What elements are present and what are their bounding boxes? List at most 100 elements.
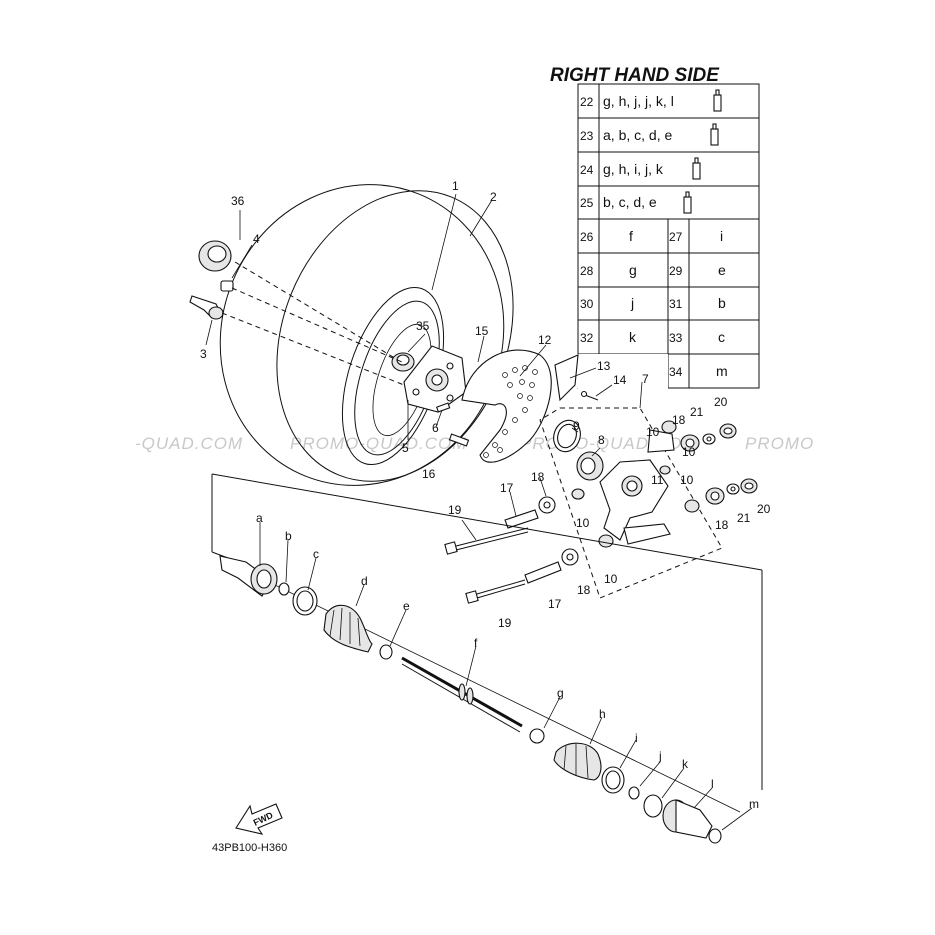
callout-m: m <box>749 797 759 811</box>
callout-5: 5 <box>402 441 409 455</box>
axle-shaft <box>401 656 523 733</box>
bearing <box>576 451 604 481</box>
cv-boot <box>323 604 373 653</box>
center-cap <box>198 240 232 272</box>
kit-parts: a, b, c, d, e <box>603 127 672 143</box>
watermark: PROMO <box>745 434 814 453</box>
map-number: 30 <box>580 297 594 311</box>
callout-g: g <box>557 686 564 700</box>
callout-21: 21 <box>737 511 751 525</box>
inner-circlip <box>628 786 640 800</box>
callouts: 1 2 3 4 5 6 7 8 9 10 10 10 10 10 11 12 1… <box>200 179 771 811</box>
hub-bolt <box>435 402 451 413</box>
watermark: -QUAD.COM <box>135 434 243 453</box>
callout-14: 14 <box>613 373 627 387</box>
end-circlip <box>708 828 722 844</box>
grease-tube-icon <box>710 123 719 146</box>
callout-21: 21 <box>690 405 704 419</box>
kit-table: 22 g, h, j, j, k, l 23 a, b, c, d, e 24 … <box>577 83 760 220</box>
wheel-hub <box>403 345 467 413</box>
washer <box>702 433 740 495</box>
callout-2: 2 <box>490 190 497 204</box>
pivot-shaft <box>504 509 562 584</box>
o-ring <box>643 794 663 818</box>
kit-number: 23 <box>580 129 594 143</box>
map-number: 28 <box>580 264 594 278</box>
callout-10: 10 <box>604 572 618 586</box>
callout-a: a <box>256 511 263 525</box>
callout-10: 10 <box>682 445 696 459</box>
map-code: j <box>630 295 634 311</box>
kit-parts: b, c, d, e <box>603 194 657 210</box>
inner-cv-boot <box>553 742 602 781</box>
map-number: 32 <box>580 331 594 345</box>
kit-row: 23 a, b, c, d, e <box>580 123 719 146</box>
callout-9: 9 <box>573 419 580 433</box>
map-code: g <box>629 262 637 278</box>
callout-k: k <box>682 757 689 771</box>
callout-19: 19 <box>498 616 512 630</box>
diagram-code: 43PB100-H360 <box>212 842 287 854</box>
callout-20: 20 <box>757 502 771 516</box>
steering-knuckle <box>599 429 675 545</box>
callout-b: b <box>285 529 292 543</box>
diagram-title: RIGHT HAND SIDE <box>550 65 720 86</box>
outer-cv-joint <box>219 555 278 597</box>
map-code: k <box>629 329 637 345</box>
tire-valve <box>189 295 224 320</box>
inner-boot-band <box>601 766 625 794</box>
map-number: 33 <box>669 331 683 345</box>
callout-10: 10 <box>576 516 590 530</box>
callout-3: 3 <box>200 347 207 361</box>
fwd-arrow-icon: FWD <box>235 803 283 835</box>
callout-11: 11 <box>651 473 664 487</box>
map-number: 27 <box>669 230 683 244</box>
callout-17: 17 <box>500 481 514 495</box>
kit-parts: g, h, i, j, k <box>603 161 664 177</box>
callout-16: 16 <box>422 467 436 481</box>
kit-number: 24 <box>580 163 594 177</box>
knuckle-assembly-frame <box>539 407 723 599</box>
map-code: i <box>720 228 723 244</box>
map-number: 26 <box>580 230 594 244</box>
map-code: b <box>718 295 726 311</box>
shield-plate <box>554 354 579 402</box>
callout-20: 20 <box>714 395 728 409</box>
callout-15: 15 <box>475 324 489 338</box>
watermark: PROMO-QUAD.COM <box>290 434 467 453</box>
kit-number: 22 <box>580 95 594 109</box>
leader-lines <box>205 193 753 831</box>
circlip <box>278 582 290 596</box>
callout-18: 18 <box>715 518 729 532</box>
callout-e: e <box>403 599 410 613</box>
grease-tube-icon <box>692 157 701 180</box>
callout-1: 1 <box>452 179 459 193</box>
callout-6: 6 <box>432 421 439 435</box>
inner-cv-joint <box>662 799 713 839</box>
kit-row: 22 g, h, j, j, k, l <box>580 89 722 112</box>
callout-36: 36 <box>231 194 245 208</box>
map-code: f <box>629 228 633 244</box>
axle-nut <box>391 352 415 372</box>
valve-cap <box>220 280 234 292</box>
driveshaft-kit-frame <box>211 473 763 813</box>
callout-35: 35 <box>416 319 430 333</box>
callout-18: 18 <box>531 470 545 484</box>
callout-l: l <box>711 777 714 791</box>
callout-19: 19 <box>448 503 462 517</box>
callout-12: 12 <box>538 333 552 347</box>
brake-disc <box>461 349 552 463</box>
callout-8: 8 <box>598 433 605 447</box>
shield-bolt <box>580 390 599 401</box>
boot-band <box>292 586 318 616</box>
callout-18: 18 <box>577 583 591 597</box>
map-number: 34 <box>669 365 683 379</box>
callout-i: i <box>635 731 638 745</box>
map-number: 29 <box>669 264 683 278</box>
callout-17: 17 <box>548 597 562 611</box>
grease-tube-icon <box>683 191 692 214</box>
map-code: c <box>718 329 725 345</box>
map-code: e <box>718 262 726 278</box>
callout-7: 7 <box>642 372 649 386</box>
